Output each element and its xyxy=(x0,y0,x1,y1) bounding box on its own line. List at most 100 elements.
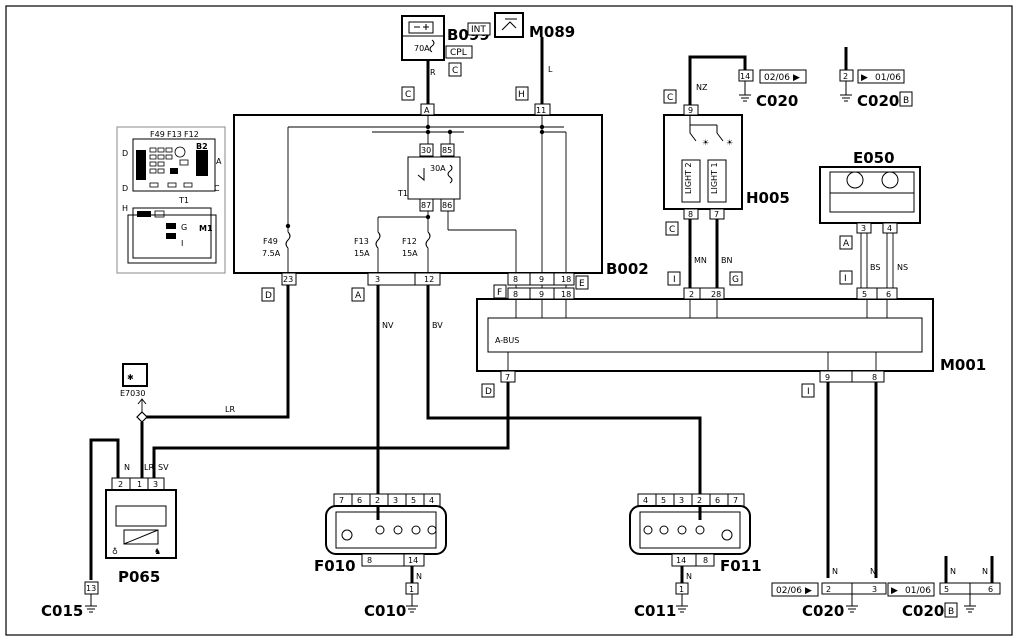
relay-rating: 30A xyxy=(430,164,446,173)
fuse-f12-icon xyxy=(425,231,431,249)
svg-text:9: 9 xyxy=(688,106,693,115)
fuse-f13-icon xyxy=(375,231,381,249)
svg-text:1: 1 xyxy=(137,480,142,489)
svg-text:5: 5 xyxy=(862,290,867,299)
b099-fuse-rating: 70A xyxy=(414,44,430,53)
lamp-icon xyxy=(643,525,653,535)
svg-text:C: C xyxy=(669,225,675,235)
svg-text:86: 86 xyxy=(442,201,452,210)
svg-text:INT: INT xyxy=(471,25,486,35)
ground-icon xyxy=(739,94,751,102)
b002-connector-e xyxy=(507,272,575,286)
c020-b-top-label: C020 xyxy=(857,92,899,110)
svg-text:7: 7 xyxy=(505,373,510,382)
lamp-icon xyxy=(411,525,421,535)
h005-component: 9 8 7 ☀ ☀ LIGHT 2 LIGHT 1 H005 xyxy=(663,104,790,220)
b002-box xyxy=(233,114,603,274)
ground-icon xyxy=(964,605,976,613)
svg-text:BV: BV xyxy=(432,321,443,330)
svg-text:01/06: 01/06 xyxy=(905,586,931,596)
h005-light-icon: ☀ xyxy=(702,138,709,147)
c020-b-bottom-label: C020 xyxy=(902,602,944,620)
wire-nz xyxy=(688,55,747,105)
svg-text:11: 11 xyxy=(536,106,546,115)
svg-text:N: N xyxy=(124,463,130,472)
svg-text:14: 14 xyxy=(676,556,686,565)
wire-n-c015 xyxy=(89,438,120,580)
airbag-icon: ✱ xyxy=(127,373,134,382)
svg-text:18: 18 xyxy=(561,290,571,299)
fuse-f49-icon xyxy=(285,231,291,249)
lamp-icon xyxy=(375,525,385,535)
headlamp-icon xyxy=(846,171,864,189)
svg-text:C: C xyxy=(667,93,673,103)
svg-text:E: E xyxy=(579,279,585,289)
svg-text:3: 3 xyxy=(375,275,380,284)
svg-text:H: H xyxy=(518,90,525,100)
svg-text:7: 7 xyxy=(733,496,738,505)
svg-text:F13: F13 xyxy=(167,130,182,139)
svg-text:M1: M1 xyxy=(199,224,213,233)
tag-c-h005 xyxy=(663,89,677,104)
svg-text:9: 9 xyxy=(539,275,544,284)
h005-box xyxy=(663,114,743,210)
svg-text:7: 7 xyxy=(339,496,344,505)
svg-text:2: 2 xyxy=(689,290,694,299)
svg-text:F12: F12 xyxy=(402,237,417,246)
passenger-icon: ♞ xyxy=(154,547,161,556)
svg-text:5: 5 xyxy=(411,496,416,505)
b002-connector-a xyxy=(367,272,441,286)
svg-text:8: 8 xyxy=(688,210,693,219)
svg-text:A: A xyxy=(355,291,362,301)
svg-text:▶: ▶ xyxy=(891,586,898,596)
svg-text:F: F xyxy=(497,288,502,298)
fusebox-locator-inset: F49 F13 F12 B2 D A D C T1 H G I M1 xyxy=(116,126,226,274)
svg-text:15A: 15A xyxy=(354,249,370,258)
svg-text:4: 4 xyxy=(887,224,892,233)
svg-text:87: 87 xyxy=(421,201,431,210)
m001-box xyxy=(476,298,934,372)
svg-text:5: 5 xyxy=(944,585,949,594)
diagram-frame xyxy=(5,5,1013,636)
svg-text:2: 2 xyxy=(697,496,702,505)
svg-text:2: 2 xyxy=(375,496,380,505)
svg-text:4: 4 xyxy=(429,496,434,505)
wire-bv xyxy=(426,285,702,520)
headlamp-icon xyxy=(881,171,899,189)
ground-icon xyxy=(840,94,852,102)
relay-t1-label: T1 xyxy=(397,189,408,198)
svg-text:C: C xyxy=(405,90,411,100)
svg-text:28: 28 xyxy=(711,290,721,299)
wire-lr xyxy=(142,285,290,419)
interior-light-icon xyxy=(501,18,517,31)
junction-node xyxy=(136,411,148,423)
svg-text:02/06: 02/06 xyxy=(776,586,802,596)
svg-text:A: A xyxy=(216,157,222,166)
svg-text:SV: SV xyxy=(158,463,169,472)
svg-text:N: N xyxy=(686,572,692,581)
svg-text:D: D xyxy=(122,184,128,193)
svg-text:I: I xyxy=(807,387,810,397)
svg-text:D: D xyxy=(485,387,492,397)
f011-box xyxy=(629,505,751,555)
ground-icon xyxy=(406,605,418,613)
svg-text:13: 13 xyxy=(86,584,96,593)
svg-text:G: G xyxy=(181,223,187,232)
wire-label-l: L xyxy=(548,65,553,74)
light-2-label: LIGHT 2 xyxy=(684,162,693,194)
m001-label: M001 xyxy=(940,356,986,374)
svg-text:2: 2 xyxy=(843,72,848,81)
svg-text:F12: F12 xyxy=(184,130,199,139)
svg-text:NZ: NZ xyxy=(696,83,708,92)
svg-text:NS: NS xyxy=(897,263,908,272)
relay-t1 xyxy=(407,156,461,200)
svg-text:☀: ☀ xyxy=(726,138,733,147)
svg-text:7.5A: 7.5A xyxy=(262,249,281,258)
ground-icon xyxy=(676,605,688,613)
svg-text:N: N xyxy=(416,572,422,581)
m089-component: M089 INT xyxy=(467,12,575,41)
b002-label: B002 xyxy=(606,260,649,278)
p065-label: P065 xyxy=(118,568,160,586)
battery-icon xyxy=(408,21,434,34)
